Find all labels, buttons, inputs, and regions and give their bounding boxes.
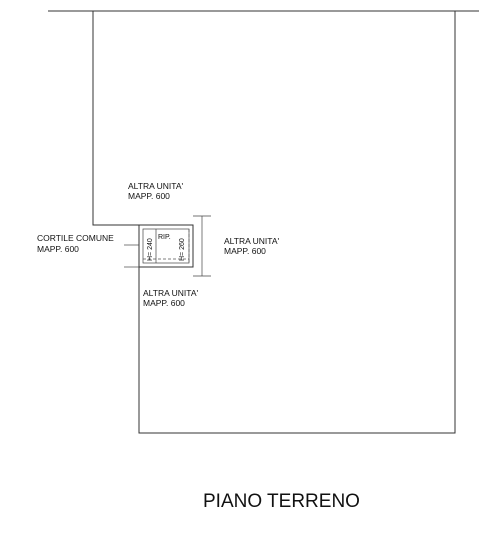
label-cortile-comune-line1: CORTILE COMUNE	[37, 233, 114, 243]
dimension-line	[193, 215, 211, 277]
label-altra-unita-top-line1: ALTRA UNITA'	[128, 181, 184, 191]
building-outline	[92, 11, 456, 434]
rip-room-outer-wall	[138, 224, 194, 268]
room-height-right-label: H= 260	[179, 238, 186, 261]
label-altra-unita-right-line1: ALTRA UNITA'	[224, 236, 280, 246]
label-altra-unita-bottom-line1: ALTRA UNITA'	[143, 288, 199, 298]
floor-title: PIANO TERRENO	[203, 491, 360, 512]
label-cortile-comune-line2: MAPP. 600	[37, 244, 79, 254]
label-altra-unita-right-line2: MAPP. 600	[224, 246, 266, 256]
label-altra-unita-bottom-line2: MAPP. 600	[143, 298, 185, 308]
room-height-left-label: H= 240	[147, 238, 154, 261]
room-name-label: RIP.	[158, 234, 171, 241]
rip-room	[138, 224, 194, 268]
label-altra-unita-top-line2: MAPP. 600	[128, 191, 170, 201]
